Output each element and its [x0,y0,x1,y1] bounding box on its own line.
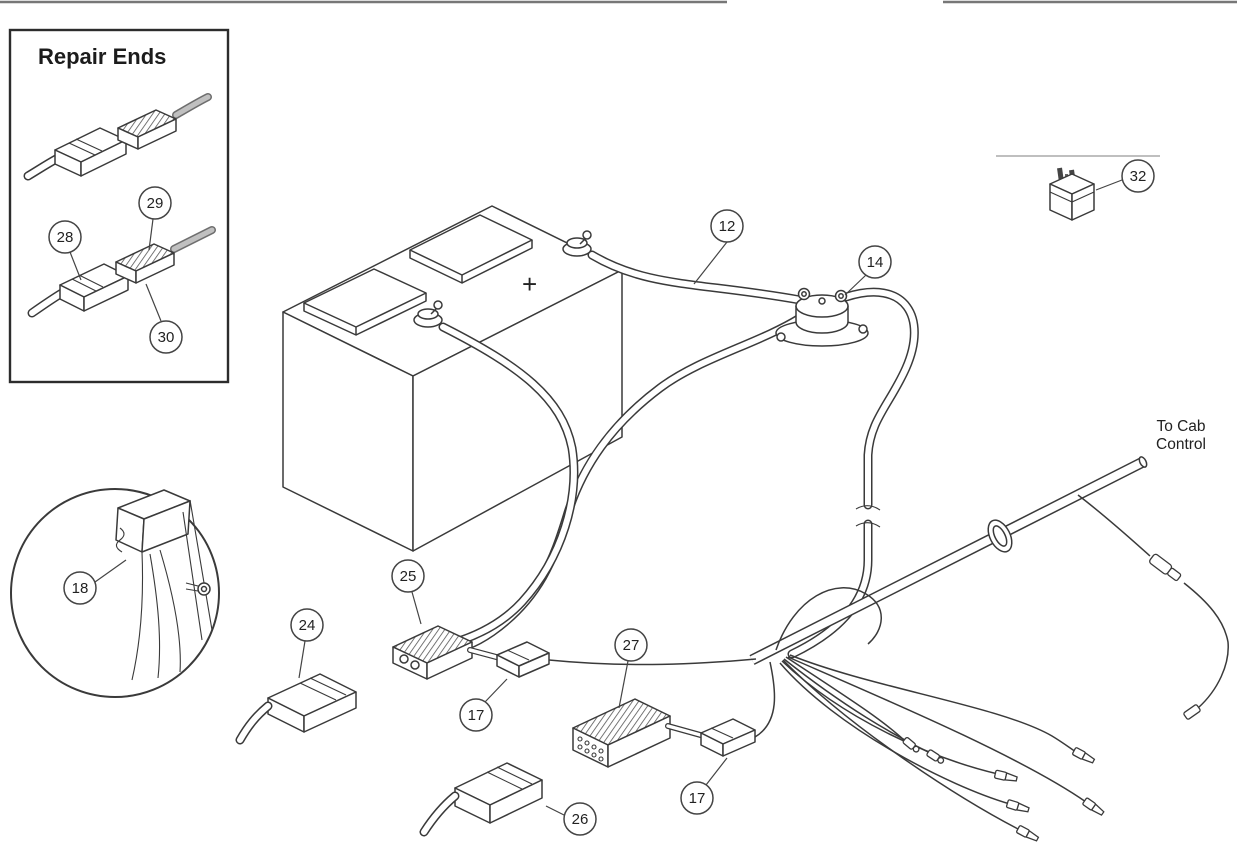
svg-text:29: 29 [147,195,164,212]
connector-17-lower [700,718,756,757]
connector-24 [235,673,357,745]
battery-cell-pad [303,268,427,336]
svg-text:26: 26 [572,811,589,828]
connector-27-lead [665,723,707,739]
callout-14: 14 [844,245,892,296]
repair-ends-box: Repair Ends [8,28,230,384]
callout-25: 25 [391,559,425,625]
repair-plug-28 [27,263,129,318]
harness-lead-wire [754,661,776,738]
callout-32: 32 [1095,159,1155,193]
callout-12: 12 [693,209,744,285]
cab-control-wire [1077,494,1229,720]
wire-terminal [1005,798,1031,815]
svg-text:18: 18 [72,580,89,597]
wire-terminal [901,736,922,755]
wire-end-connector [1183,704,1201,720]
wire-terminal [993,769,1019,784]
callout-17-lower: 17 [680,757,728,815]
relay-32 [1049,167,1095,221]
callout-27: 27 [614,628,648,709]
svg-text:28: 28 [57,229,74,246]
detail-circle-18 [10,488,220,698]
svg-text:27: 27 [623,637,640,654]
svg-text:To Cab: To Cab [1156,418,1205,435]
wire-terminals [901,736,1106,844]
wire-terminal [1081,796,1106,818]
svg-text:Control: Control [1156,436,1206,453]
connector-27 [572,698,671,768]
callout-28: 28 [48,220,82,281]
harness-main-tube [749,456,1148,665]
connector-25-lead [467,647,503,661]
callout-30: 30 [145,283,183,354]
inline-connector [1149,553,1182,582]
connector-25 [392,625,473,680]
battery-plus-label: + [522,269,537,299]
svg-text:12: 12 [719,218,736,235]
wire-terminal [1015,824,1041,844]
callout-17-upper: 17 [459,678,508,732]
repair-plug-a [23,127,127,181]
mounting-bolt [185,582,211,596]
cable-12 [587,250,805,305]
grommet [987,519,1013,553]
svg-text:30: 30 [158,329,175,346]
connector-26 [419,762,543,837]
battery-positive-terminal [562,230,592,257]
battery-negative-terminal [413,300,443,328]
callout-18: 18 [63,559,127,605]
connector-27-pins [577,736,604,762]
callout-26: 26 [545,802,597,836]
svg-text:17: 17 [468,707,485,724]
svg-text:24: 24 [299,617,316,634]
callout-24: 24 [290,608,324,679]
repair-socket-a [117,93,212,150]
repair-ends-title: Repair Ends [38,44,166,69]
harness-lead-wire [548,658,757,666]
wire-terminal [1071,746,1097,766]
battery-cell-pad [409,214,533,284]
solenoid-14 [775,287,869,347]
svg-text:32: 32 [1130,168,1147,185]
connector-17-upper [496,641,550,678]
battery [282,205,623,552]
cable-break-symbol [855,505,881,528]
svg-text:17: 17 [689,790,706,807]
repair-socket-29-30 [115,226,216,284]
ground-cable [437,322,579,651]
callout-29: 29 [138,186,172,251]
svg-text:14: 14 [867,254,884,271]
svg-text:25: 25 [400,568,417,585]
harness-branch-wires [775,587,1087,831]
to-cab-control-label: To Cab Control [1156,418,1206,453]
